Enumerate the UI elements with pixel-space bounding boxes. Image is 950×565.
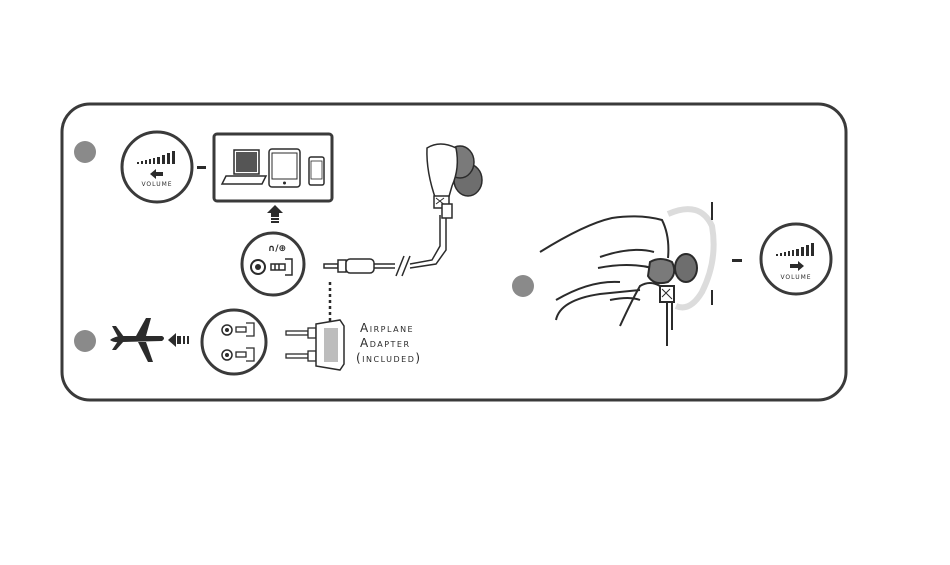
dual-jack-indicator <box>202 310 266 374</box>
phone-icon <box>309 157 324 185</box>
device-box <box>214 134 332 201</box>
volume-down-label: VOLUME <box>141 181 172 188</box>
volume-up-label: VOLUME <box>780 274 811 281</box>
jack-symbol: ∩/⊕ <box>268 244 286 254</box>
adapter-label-line2: Adapter <box>360 336 411 350</box>
adapter-label-line3: (included) <box>356 351 422 365</box>
step-marker-1 <box>74 141 96 163</box>
volume-down-indicator: VOLUME <box>122 132 192 202</box>
tablet-icon <box>269 149 300 187</box>
step-marker-2 <box>74 330 96 352</box>
dash-separator <box>197 166 206 169</box>
step-marker-3 <box>512 275 534 297</box>
dash-separator <box>732 259 742 262</box>
adapter-label-line1: Airplane <box>360 321 414 335</box>
jack-indicator: ∩/⊕ <box>242 233 304 295</box>
volume-up-indicator: VOLUME <box>761 224 831 294</box>
